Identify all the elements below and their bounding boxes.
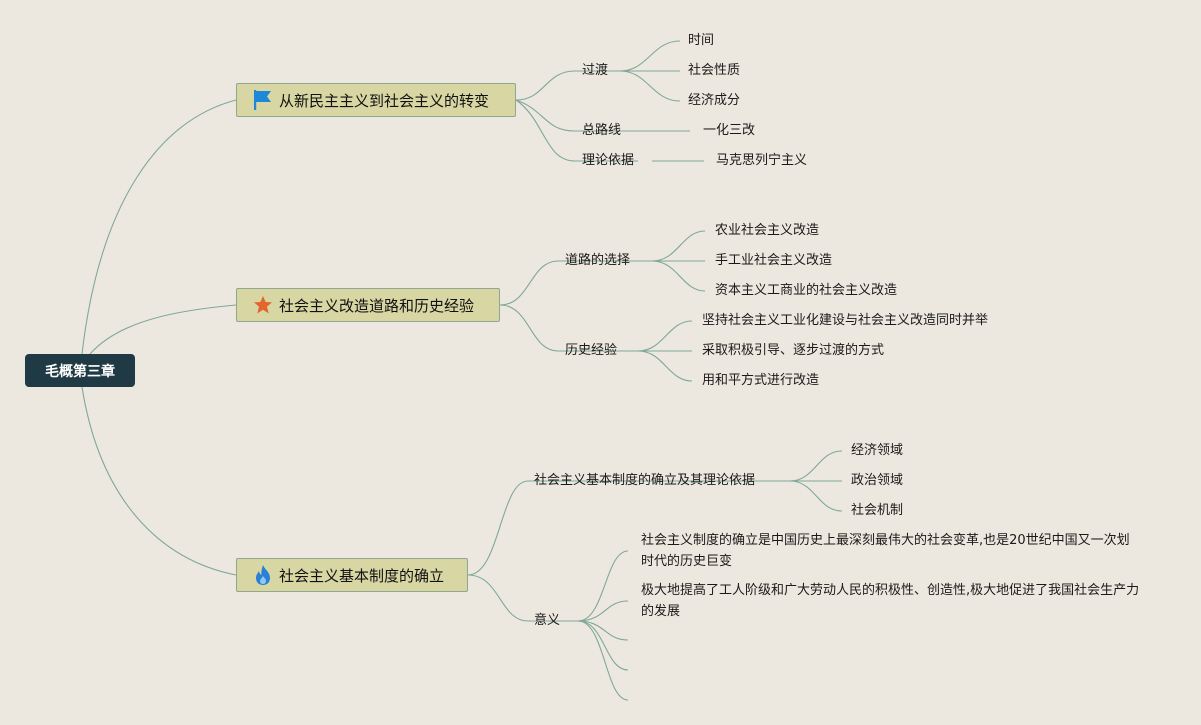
link-t1-s1: [515, 70, 576, 101]
link-t3s2-c4: [577, 620, 629, 671]
link-t2s1-c3: [651, 260, 706, 292]
leaf-node[interactable]: 社会机制: [851, 503, 904, 518]
topic-label: 从新民主主义到社会主义的转变: [279, 91, 490, 110]
topic-node-basic-system[interactable]: 社会主义基本制度的确立: [236, 558, 468, 592]
sub-node-significance[interactable]: 意义: [534, 613, 561, 628]
link-s1-c1: [619, 40, 681, 72]
leaf-node[interactable]: 经济领域: [851, 443, 904, 458]
link-t3-s1: [467, 480, 529, 576]
sub-node-history-experience[interactable]: 历史经验: [565, 343, 618, 358]
link-t3s1-c3: [789, 480, 843, 512]
topic-node-transformation[interactable]: 社会主义改造道路和历史经验: [236, 288, 500, 322]
link-t3s2-c2: [577, 600, 629, 622]
link-t2s2-c1: [637, 320, 693, 352]
link-root-topic1: [81, 99, 237, 355]
link-t3s1-c1: [789, 450, 843, 482]
leaf-node[interactable]: 手工业社会主义改造: [715, 253, 833, 268]
orange-star-icon: [253, 294, 273, 316]
leaf-node[interactable]: 马克思列宁主义: [716, 153, 808, 168]
link-root-topic3: [81, 386, 237, 576]
leaf-node[interactable]: 采取积极引导、逐步过渡的方式: [702, 343, 885, 358]
link-root-topic2: [89, 304, 237, 355]
link-t1-s3: [515, 99, 576, 162]
link-t2s2-c3: [637, 350, 693, 382]
sub-node-theory-basis[interactable]: 理论依据: [582, 153, 635, 168]
leaf-node[interactable]: 一化三改: [703, 123, 756, 138]
blue-flame-icon: [253, 564, 273, 586]
link-t1-s2: [515, 99, 576, 132]
link-t2-s2: [499, 304, 559, 352]
link-t2s1-c1: [651, 230, 706, 262]
leaf-node[interactable]: 坚持社会主义工业化建设与社会主义改造同时并举: [702, 313, 989, 328]
topic-label: 社会主义基本制度的确立: [279, 566, 445, 585]
leaf-node[interactable]: 时间: [688, 33, 715, 48]
sub-node-road-choice[interactable]: 道路的选择: [565, 253, 631, 268]
leaf-node[interactable]: 政治领域: [851, 473, 904, 488]
link-t3s2-c5: [577, 620, 629, 701]
link-t3-s2: [467, 574, 529, 622]
blue-flag-icon: [253, 89, 273, 111]
link-t3s2-c1: [577, 550, 629, 622]
link-t2-s1: [499, 260, 559, 306]
leaf-node[interactable]: 经济成分: [688, 93, 741, 108]
leaf-node-long[interactable]: 极大地提高了工人阶级和广大劳动人民的积极性、创造性,极大地促进了我国社会生产力的…: [641, 583, 1140, 619]
topic-label: 社会主义改造道路和历史经验: [279, 296, 475, 315]
link-t3s2-c3: [577, 620, 629, 641]
leaf-node[interactable]: 农业社会主义改造: [715, 223, 820, 238]
leaf-node-long[interactable]: 社会主义制度的确立是中国历史上最深刻最伟大的社会变革,也是20世纪中国又一次划时…: [641, 533, 1130, 569]
link-s1-c3: [619, 70, 681, 102]
sub-node-general-line[interactable]: 总路线: [582, 123, 622, 138]
leaf-node[interactable]: 资本主义工商业的社会主义改造: [715, 283, 898, 298]
sub-node-transition-period[interactable]: 过渡: [582, 63, 609, 78]
sub-node-establishment-basis[interactable]: 社会主义基本制度的确立及其理论依据: [534, 473, 756, 488]
topic-node-transition[interactable]: 从新民主主义到社会主义的转变: [236, 83, 516, 117]
leaf-node[interactable]: 用和平方式进行改造: [702, 373, 820, 388]
leaf-node[interactable]: 社会性质: [688, 63, 741, 78]
root-node[interactable]: 毛概第三章: [25, 354, 135, 387]
